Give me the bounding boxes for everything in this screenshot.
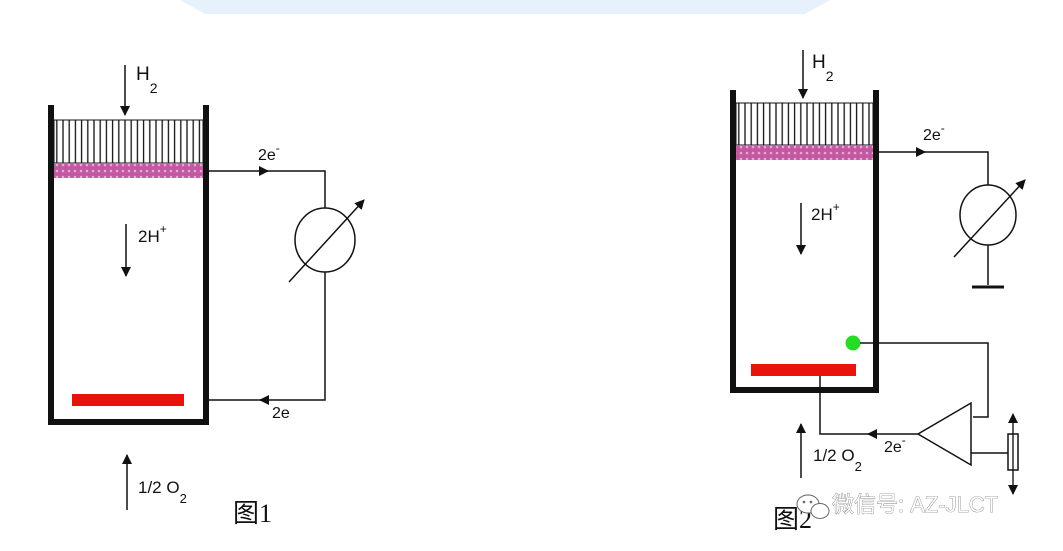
sensor-dot (845, 335, 861, 351)
wechat-icon (796, 494, 830, 519)
ammeter-needle (953, 179, 1026, 258)
cathode-electrode (72, 394, 184, 406)
proton-label: 2H+ (138, 222, 167, 246)
cell-container (48, 105, 209, 425)
electron-label-top: 2e- (258, 141, 280, 164)
cell-container (730, 90, 879, 393)
electron-label-top: 2e- (923, 121, 945, 144)
ammeter-icon (294, 207, 356, 273)
oxygen-label: 1/2 O2 (813, 446, 862, 474)
ammeter-needle (288, 199, 365, 283)
proton-label: 2H+ (811, 200, 840, 224)
cathode-electrode (751, 364, 856, 376)
electron-label-amp: 2e- (884, 433, 906, 456)
circuit-wire (266, 170, 326, 208)
amplifier-icon (916, 401, 972, 467)
oxygen-label: 1/2 O2 (138, 478, 187, 506)
electron-label-bottom: 2e (272, 405, 290, 422)
watermark: 微信号: AZ-JLCT (796, 492, 999, 519)
h2-label: H2 (812, 52, 834, 84)
watermark-text: 微信号: AZ-JLCT (832, 492, 998, 517)
sensor-wire (860, 342, 989, 418)
cathode-wire (819, 376, 870, 435)
ammeter-icon (959, 184, 1017, 246)
circuit-wire (923, 151, 989, 186)
figure-1: H2 2H+ 2e- 2e 1/2 O2 图1 (48, 64, 365, 528)
top-banner (180, 0, 830, 14)
circuit-wire-return (259, 272, 326, 405)
anode-electrode (53, 119, 204, 164)
figure-2: H2 2H+ 2e- 2e- 1/2 O2 图2 (730, 50, 1026, 534)
electrolyte-membrane (54, 163, 203, 178)
electrolyte-membrane (736, 145, 873, 160)
h2-label: H2 (136, 64, 158, 96)
figure-caption: 图1 (233, 499, 272, 528)
anode-electrode (735, 102, 874, 146)
